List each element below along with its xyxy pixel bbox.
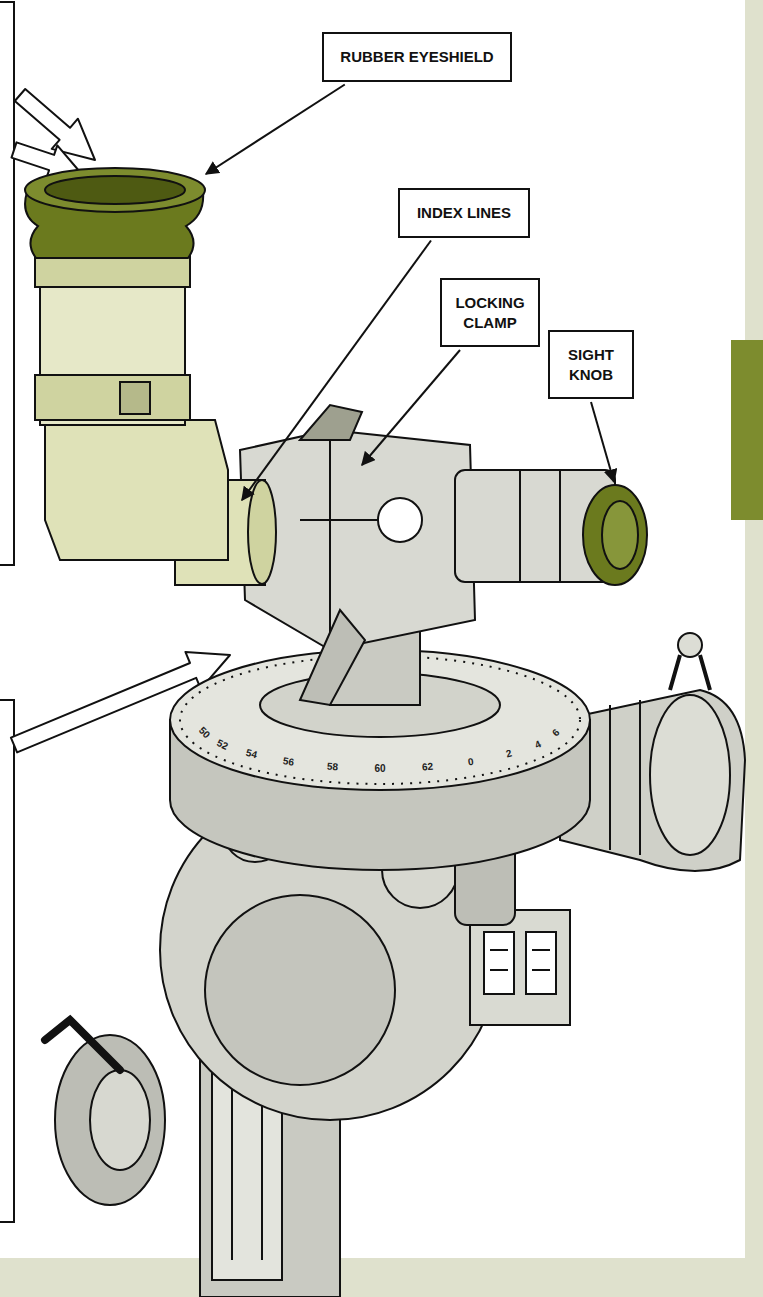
white-panel xyxy=(0,0,745,1258)
leader-line xyxy=(362,350,460,465)
eyepiece xyxy=(45,176,185,204)
dial-number: 0 xyxy=(467,756,474,768)
sight-head xyxy=(300,610,365,705)
base-housing xyxy=(670,655,710,690)
sight-head xyxy=(240,405,647,705)
base-housing xyxy=(484,932,514,994)
callout-label: INDEX LINES xyxy=(406,203,522,223)
callout-box: SIGHT KNOB xyxy=(548,330,634,399)
eyepiece xyxy=(120,382,150,414)
callout-box: RUBBER EYESHIELD xyxy=(322,32,512,82)
side-box-edge xyxy=(0,700,14,1222)
page-tab xyxy=(731,340,763,520)
eyepiece xyxy=(248,480,276,584)
base-housing xyxy=(232,1085,262,1260)
sight-head xyxy=(240,430,475,650)
base-housing xyxy=(45,633,745,1297)
dial-number: 50 xyxy=(196,725,212,741)
eyepiece xyxy=(25,168,205,212)
base-housing xyxy=(470,910,570,1025)
callout-box: INDEX LINES xyxy=(398,188,530,238)
side-box-edge xyxy=(0,2,14,565)
sight-head xyxy=(602,501,638,569)
side-box-edge xyxy=(0,2,14,1222)
sight-head xyxy=(378,498,422,542)
dial-number: 52 xyxy=(215,737,230,752)
callout-label: RUBBER EYESHIELD xyxy=(330,47,504,67)
base-housing xyxy=(610,700,640,855)
dial-number: 2 xyxy=(505,748,513,760)
base-housing xyxy=(526,932,556,994)
base-housing xyxy=(205,895,395,1085)
base-housing xyxy=(45,1020,120,1070)
base-housing xyxy=(650,695,730,855)
dial-number: 62 xyxy=(421,760,433,772)
dial-number: 6 xyxy=(550,727,562,739)
dial-number: 58 xyxy=(327,760,339,772)
sight-head xyxy=(300,405,362,440)
callout-label: LOCKING CLAMP xyxy=(448,293,532,332)
eyepiece xyxy=(35,255,190,287)
leader-line xyxy=(242,241,431,501)
leader-line xyxy=(206,85,345,175)
eyepiece xyxy=(35,375,190,420)
base-housing xyxy=(90,1070,150,1170)
sight-head xyxy=(583,485,647,585)
dial-number: 4 xyxy=(533,738,543,750)
callout-label: SIGHT KNOB xyxy=(556,345,626,384)
dial-number: 54 xyxy=(245,747,259,760)
callout-box: LOCKING CLAMP xyxy=(440,278,540,347)
dial-number: 56 xyxy=(283,755,296,768)
dial-number: 60 xyxy=(374,763,385,774)
pointer-arrow xyxy=(11,89,230,752)
leader-line xyxy=(591,402,614,482)
sight-head xyxy=(520,470,560,582)
eyepiece xyxy=(25,168,276,585)
base-housing xyxy=(490,950,550,970)
base-housing xyxy=(678,633,702,657)
eyepiece xyxy=(45,420,228,560)
